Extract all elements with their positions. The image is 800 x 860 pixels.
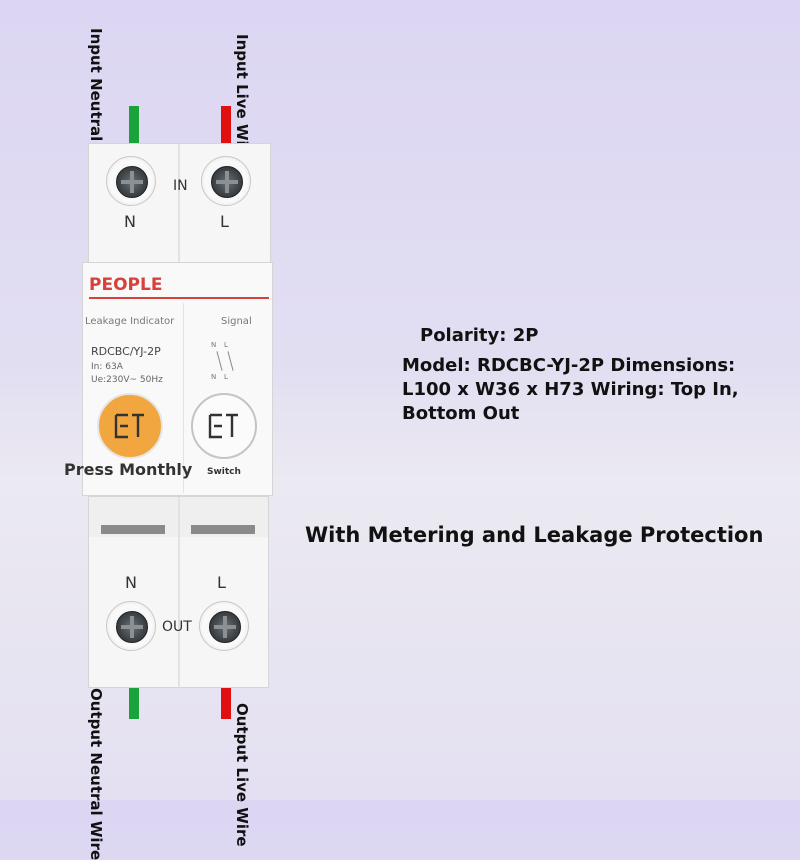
din-slot [191,525,255,534]
contact-symbol-icon: N L N L [211,341,234,383]
screw-icon [209,611,241,643]
test-button[interactable] [97,393,163,459]
input-neutral-terminal[interactable] [106,156,156,206]
spec-line-1: Model: RDCBC-YJ-2P Dimensions: [402,355,736,376]
model-label: RDCBC/YJ-2P [91,345,161,358]
output-neutral-label: Output Neutral Wire [87,688,105,860]
brand-logo: PEOPLE [89,275,163,295]
switch-button[interactable] [191,393,257,459]
switch-icon [208,413,238,439]
spec-line-2: L100 x W36 x H73 Wiring: Top In, [402,379,739,400]
top-l-label: L [220,212,229,231]
out-label: OUT [162,619,192,635]
polarity-text: Polarity: 2P [420,325,539,346]
front-panel: PEOPLE Leakage Indicator Signal RDCBC/YJ… [82,262,273,496]
input-live-terminal[interactable] [201,156,251,206]
brand-underline [89,297,269,299]
output-neutral-wire [129,687,139,719]
output-live-wire [221,687,231,719]
output-live-terminal[interactable] [199,601,249,651]
output-neutral-terminal[interactable] [106,601,156,651]
signal-label: Signal [221,316,252,327]
test-icon [114,413,144,439]
voltage-label: Ue:230V~ 50Hz [91,375,163,385]
input-live-wire [221,106,231,144]
bottom-l-label: L [217,573,226,592]
bottom-n-label: N [125,573,137,592]
din-slot [101,525,165,534]
output-live-label: Output Live Wire [233,703,251,847]
input-neutral-wire [129,106,139,144]
leakage-indicator-label: Leakage Indicator [85,316,175,327]
screw-icon [211,166,243,198]
top-terminal-block: IN N L [88,143,271,263]
input-live-label: Input Live Wire [233,34,251,164]
tagline: With Metering and Leakage Protection [305,523,764,547]
screw-icon [116,611,148,643]
rating-label: In: 63A [91,362,123,372]
spec-line-3: Bottom Out [402,403,520,424]
in-label: IN [173,178,188,194]
bottom-terminal-block: N L OUT [88,496,269,688]
screw-icon [116,166,148,198]
switch-label: Switch [207,467,241,477]
top-n-label: N [124,212,136,231]
press-monthly-label: Press Monthly [64,460,193,479]
input-neutral-label: Input Neutral Wire [87,28,105,186]
